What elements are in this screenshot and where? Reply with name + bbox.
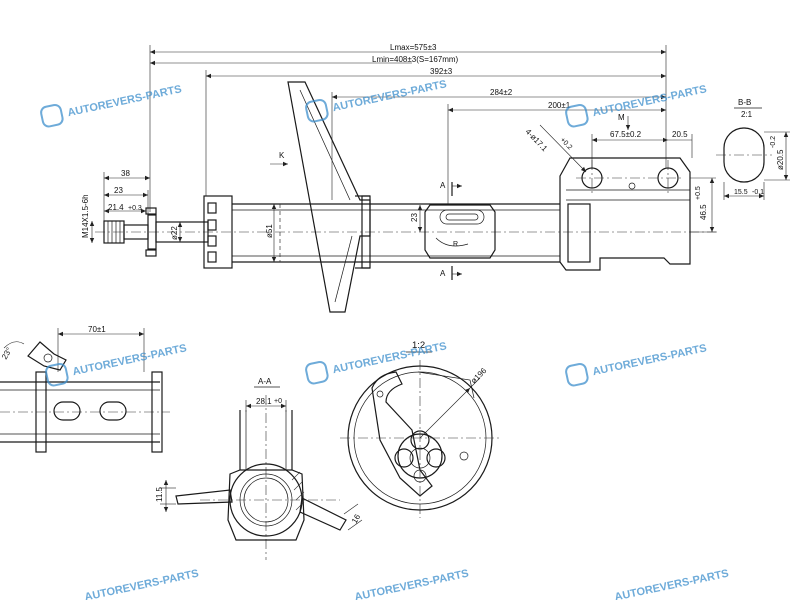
section-aa: A-A 11.5 16 28.1 +0 [155, 377, 362, 560]
dim-392: 392±3 [430, 67, 453, 76]
watermark-9: AUTOREVERS-PARTS [614, 568, 730, 600]
r-mark: R [453, 241, 458, 248]
dim-11-5: 11.5 [155, 486, 164, 502]
svg-text:AUTOREVERS-PARTS: AUTOREVERS-PARTS [84, 568, 200, 600]
dim-46-5: 46.5 [699, 204, 708, 220]
detail-scale: 1:2 [412, 340, 425, 351]
svg-text:AUTOREVERS-PARTS: AUTOREVERS-PARTS [66, 83, 182, 119]
watermark-5: AUTOREVERS-PARTS [305, 340, 448, 385]
dim-bb-15-5: 15.5 [734, 189, 748, 196]
watermark-1: AUTOREVERS-PARTS [40, 83, 183, 128]
watermark-logo-icon [45, 362, 69, 387]
watermark-6: AUTOREVERS-PARTS [565, 342, 708, 387]
spring-seat-detail: 1:2 ø196 [340, 340, 500, 518]
watermark-4: AUTOREVERS-PARTS [45, 342, 188, 387]
dim-38: 38 [121, 169, 130, 178]
dim-28-1-tol: +0 [274, 398, 282, 405]
svg-text:AUTOREVERS-PARTS: AUTOREVERS-PARTS [591, 83, 707, 119]
dim-51: ø51 [265, 224, 274, 238]
watermark-2: AUTOREVERS-PARTS [305, 78, 448, 123]
dim-28-1: 28.1 [256, 397, 272, 406]
dim-46-5-tol: +0.5 [695, 186, 702, 200]
watermark-logo-icon [305, 98, 329, 123]
dim-23-mid: 23 [410, 213, 419, 222]
detail-clamp-view: 70±1 23° [0, 325, 170, 453]
dim-bb-20-5-tol: -0.2 [770, 136, 777, 148]
section-bb: B-B 2:1 ø20.5 -0.2 15.5 -0.1 [716, 98, 790, 200]
dim-21-4-tol: +0.3 [128, 205, 142, 212]
dim-20-5: 20.5 [672, 130, 688, 139]
dim-23-left: 23 [114, 186, 123, 195]
label-a-bottom: A [440, 269, 446, 278]
dim-lmin: Lmin=408±3(S=167mm) [372, 55, 459, 64]
dim-196: ø196 [469, 366, 489, 386]
dim-lmax: Lmax=575±3 [390, 43, 437, 52]
dim-angle-23: 23° [0, 346, 14, 361]
dim-67-5: 67.5±0.2 [610, 130, 642, 139]
dim-hole-tol: +0.2 [559, 137, 574, 152]
dim-284: 284±2 [490, 88, 513, 97]
section-bb-title: B-B [738, 98, 751, 107]
dim-thread: M14X1.5-6h [81, 194, 90, 238]
watermark-logo-icon [40, 103, 64, 128]
watermark-logo-icon [305, 360, 329, 385]
svg-text:AUTOREVERS-PARTS: AUTOREVERS-PARTS [71, 342, 187, 378]
dim-21-4: 21.4 [108, 203, 124, 212]
dim-22: ø22 [170, 226, 179, 240]
svg-text:AUTOREVERS-PARTS: AUTOREVERS-PARTS [614, 568, 730, 600]
watermark-logo-icon [565, 103, 589, 128]
section-bb-scale: 2:1 [741, 110, 753, 119]
label-m: M [618, 113, 625, 122]
dim-16: 16 [350, 512, 363, 525]
dim-bb-20-5: ø20.5 [776, 149, 785, 170]
svg-text:AUTOREVERS-PARTS: AUTOREVERS-PARTS [354, 568, 470, 600]
svg-text:AUTOREVERS-PARTS: AUTOREVERS-PARTS [331, 340, 447, 376]
watermark-8: AUTOREVERS-PARTS [354, 568, 470, 600]
dim-70: 70±1 [88, 325, 106, 334]
section-aa-title: A-A [258, 377, 272, 386]
svg-text:AUTOREVERS-PARTS: AUTOREVERS-PARTS [331, 78, 447, 114]
main-view: R Lmax=575±3 Lmin=408±3(S=167mm) 392±3 2… [81, 43, 720, 313]
label-k: K [279, 151, 285, 160]
watermark-logo-icon [565, 362, 589, 387]
dim-200: 200±1 [548, 101, 571, 110]
dim-bb-15-5-tol: -0.1 [752, 189, 764, 196]
watermark-7: AUTOREVERS-PARTS [84, 568, 200, 600]
label-a-top: A [440, 181, 446, 190]
watermark-3: AUTOREVERS-PARTS [565, 83, 708, 128]
svg-text:AUTOREVERS-PARTS: AUTOREVERS-PARTS [591, 342, 707, 378]
